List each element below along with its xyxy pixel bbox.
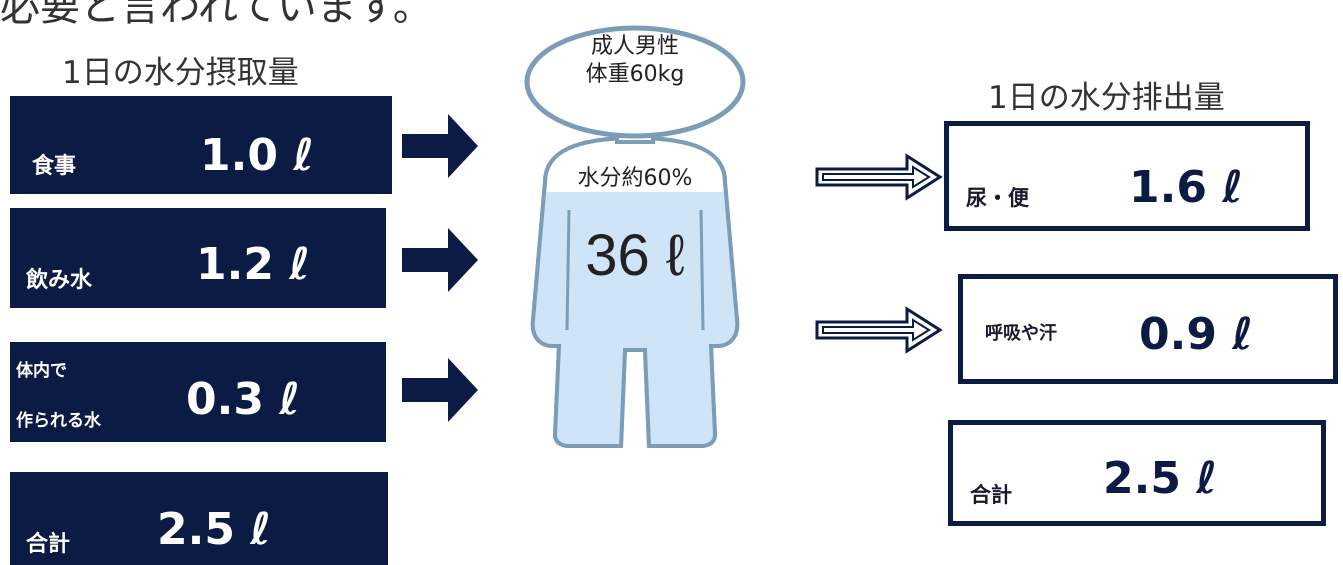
intake-arrow-food bbox=[402, 114, 478, 178]
body-water-volume: 36 ℓ bbox=[585, 223, 685, 288]
intake-value-metabolic-water: 0.3 ℓ bbox=[186, 374, 301, 425]
body-head-line2: 体重60kg bbox=[585, 62, 685, 87]
intake-box-total: 合計 2.5 ℓ bbox=[10, 472, 388, 565]
body-head-line1: 成人男性 bbox=[590, 34, 679, 59]
output-heading: 1日の水分排出量 bbox=[988, 80, 1225, 116]
intake-value-drinking-water: 1.2 ℓ bbox=[196, 239, 311, 290]
output-box-urine-feces: 尿・便 1.6 ℓ bbox=[944, 121, 1310, 231]
output-arrow-breath-sweat bbox=[815, 306, 943, 354]
intake-value-total: 2.5 ℓ bbox=[157, 504, 272, 555]
output-value-urine-feces: 1.6 ℓ bbox=[1129, 162, 1244, 213]
output-label-total: 合計 bbox=[970, 483, 1012, 507]
intake-box-metabolic-water: 体内で 作られる水 0.3 ℓ bbox=[10, 342, 386, 442]
intake-arrow-metabolic-water bbox=[402, 358, 478, 422]
output-value-total: 2.5 ℓ bbox=[1103, 453, 1218, 504]
intake-label-metabolic-water-1: 体内で bbox=[16, 361, 67, 381]
output-box-total: 合計 2.5 ℓ bbox=[948, 420, 1326, 526]
intake-label-total: 合計 bbox=[26, 532, 71, 557]
intake-heading: 1日の水分摂取量 bbox=[62, 55, 299, 91]
human-body-figure bbox=[505, 20, 765, 450]
output-box-breath-sweat: 呼吸や汗 0.9 ℓ bbox=[958, 274, 1338, 384]
intake-box-food: 食事 1.0 ℓ bbox=[10, 96, 392, 194]
intake-box-drinking-water: 飲み水 1.2 ℓ bbox=[10, 208, 386, 308]
intake-arrow-drinking-water bbox=[402, 228, 478, 292]
output-label-urine-feces: 尿・便 bbox=[966, 186, 1029, 210]
intake-label-food: 食事 bbox=[32, 154, 77, 179]
body-water-ratio: 水分約60% bbox=[577, 166, 693, 191]
intake-value-food: 1.0 ℓ bbox=[200, 130, 315, 181]
intake-label-metabolic-water-2: 作られる水 bbox=[16, 411, 101, 431]
header-text: 必要と言われています。 bbox=[0, 0, 433, 30]
output-value-breath-sweat: 0.9 ℓ bbox=[1139, 309, 1254, 360]
output-label-breath-sweat: 呼吸や汗 bbox=[985, 323, 1057, 344]
output-arrow-urine bbox=[815, 153, 943, 201]
intake-label-drinking-water: 飲み水 bbox=[26, 268, 93, 293]
